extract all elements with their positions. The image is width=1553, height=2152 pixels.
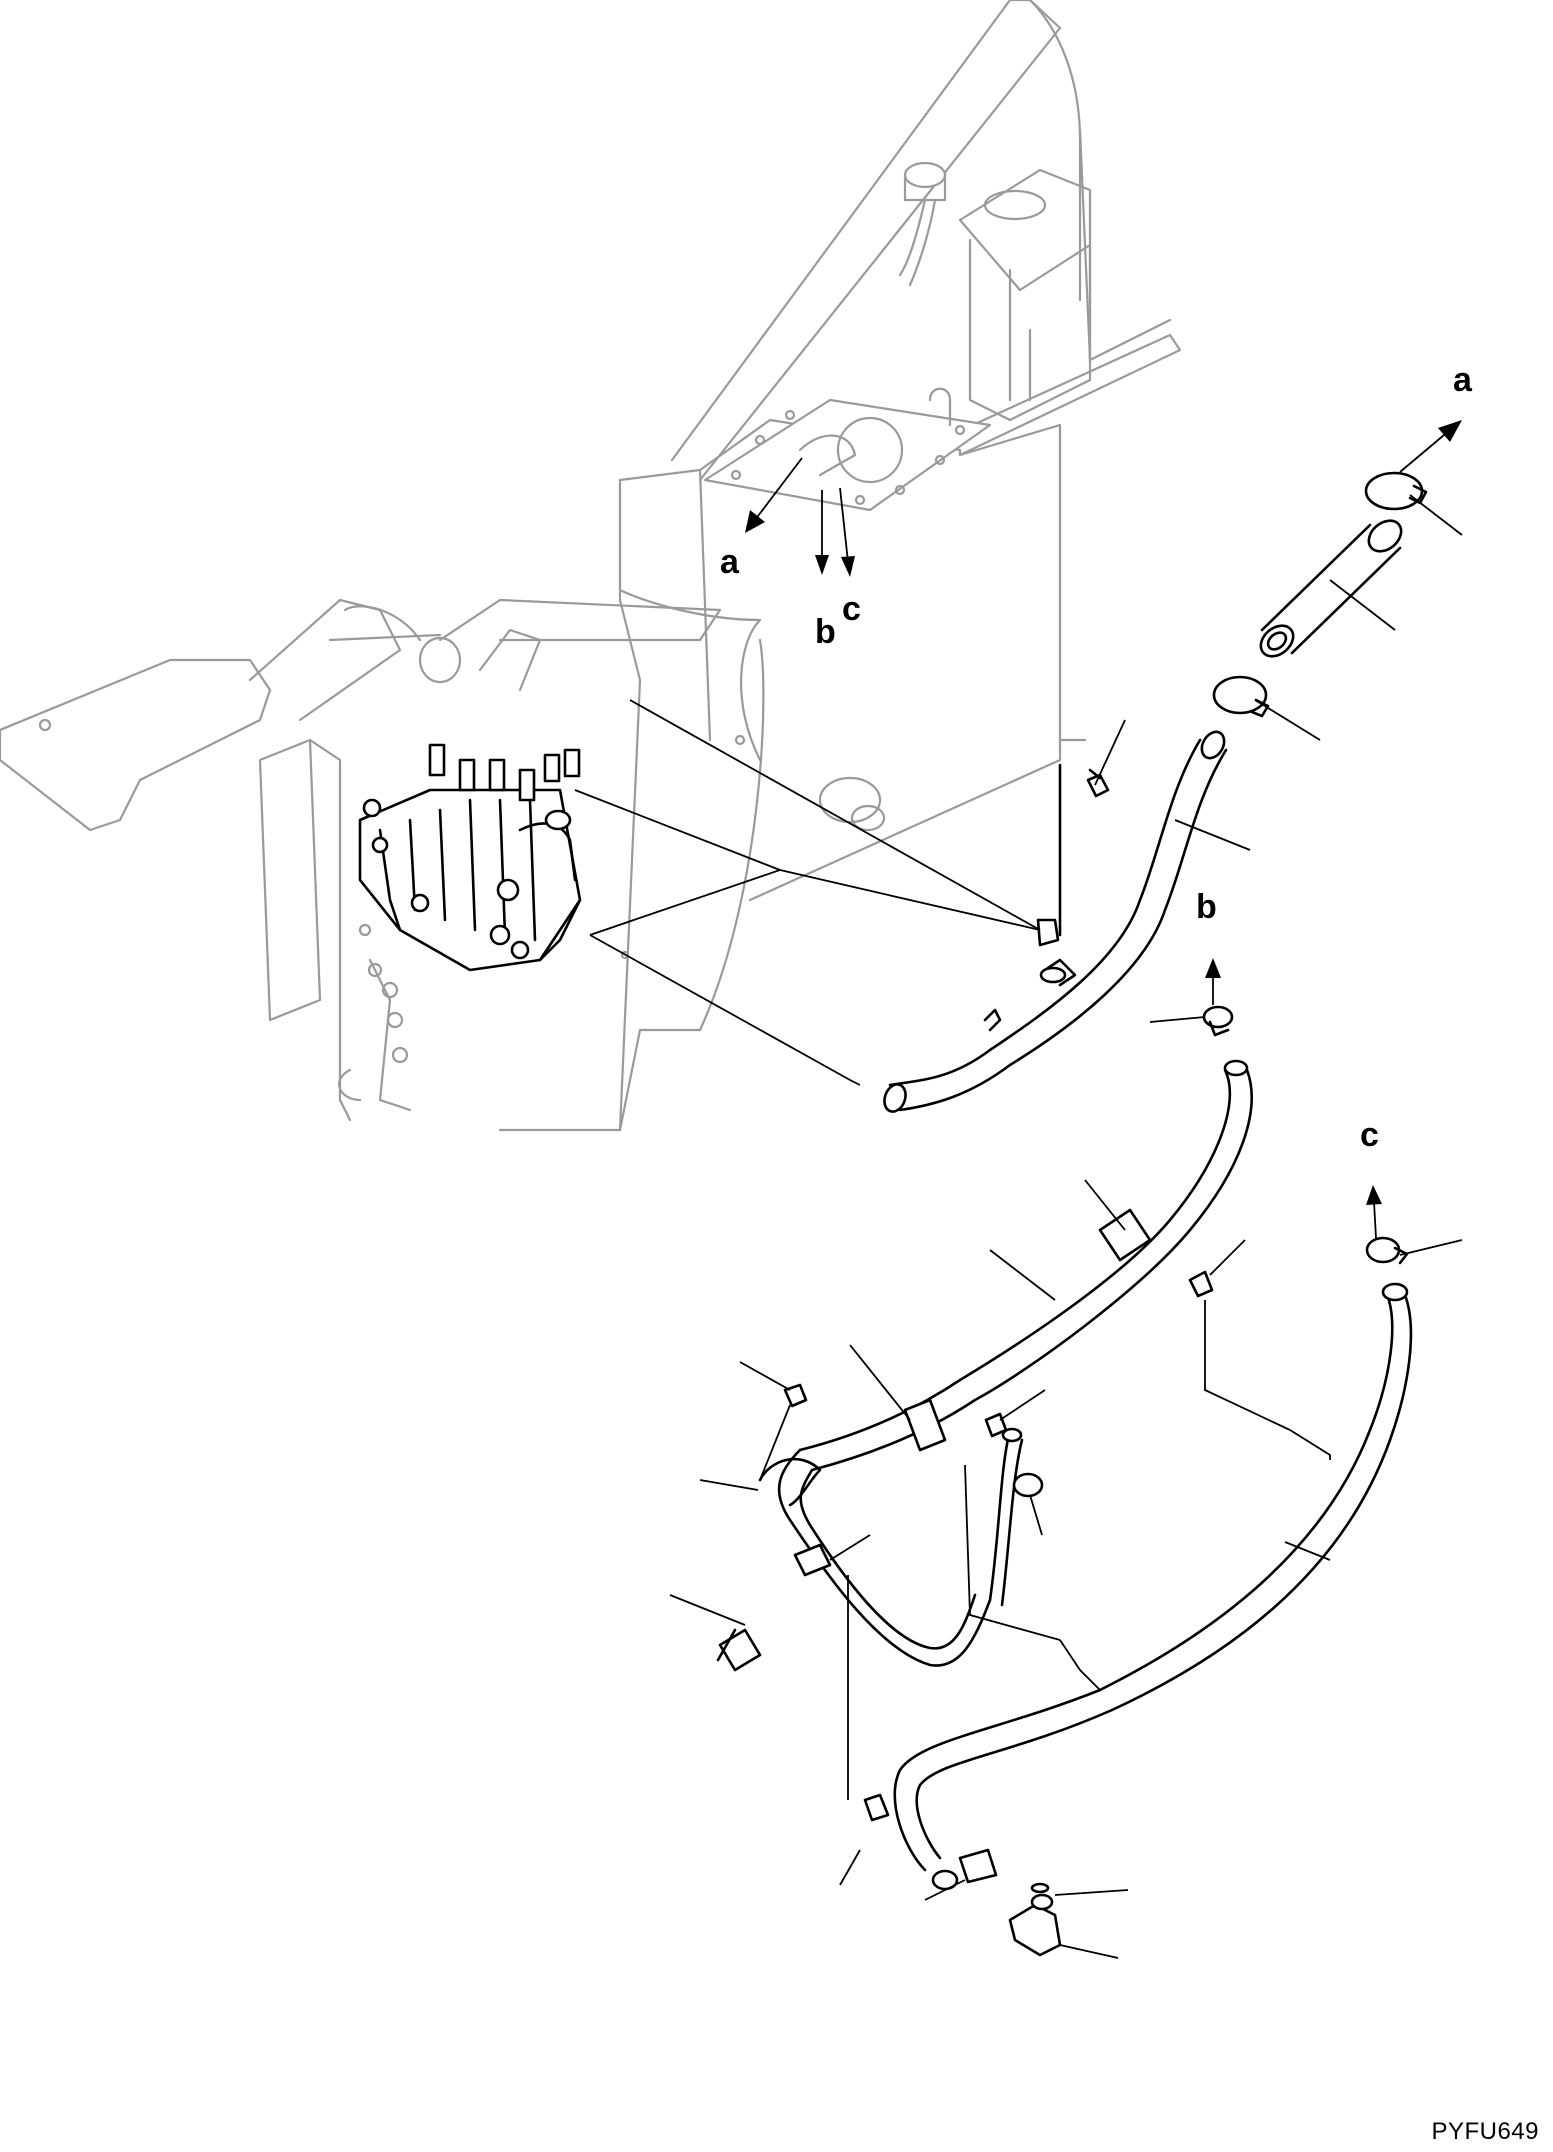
ref-letter-a-top: a xyxy=(1453,361,1472,399)
hose-clamp xyxy=(793,1543,832,1577)
hose-b-assembly xyxy=(716,1005,1253,1672)
hose-c-assembly xyxy=(863,1236,1413,1957)
hose-clamp xyxy=(1365,1236,1401,1264)
hose-clamp xyxy=(1212,675,1268,715)
arrow-c-tank-icon xyxy=(839,487,849,563)
ref-letter-b-tank: b xyxy=(815,613,836,651)
ref-letter-c-hose: c xyxy=(1360,1116,1379,1154)
ref-letter-c-tank: c xyxy=(842,590,861,628)
leader-lines xyxy=(574,494,1463,1959)
arrow-a-top-icon xyxy=(1399,429,1451,473)
ref-letter-b-hose: b xyxy=(1196,888,1217,926)
figure-code: PYFU649 xyxy=(1431,2118,1539,2145)
hose-clamp xyxy=(958,1848,998,1884)
arrow-c-hose-icon xyxy=(1373,1201,1377,1239)
hose-clamp xyxy=(1202,1005,1234,1029)
hose-a-assembly xyxy=(883,471,1428,1113)
hose-clamp xyxy=(1364,471,1424,511)
frame-ghost xyxy=(0,0,1182,1132)
reference-arrows xyxy=(745,420,1462,1239)
arrow-a-tank-icon xyxy=(754,457,803,521)
ref-letter-a-tank: a xyxy=(720,543,739,581)
control-valve xyxy=(358,743,582,972)
